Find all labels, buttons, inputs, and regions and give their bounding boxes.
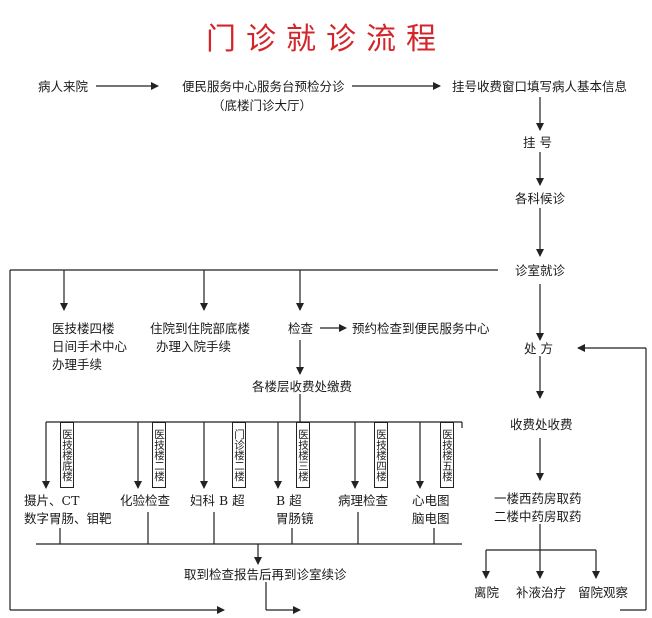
node-register: 挂 号 xyxy=(523,135,552,150)
page-title: 门诊就诊流程 xyxy=(206,22,446,57)
exam-location-6: 医技楼五楼 xyxy=(440,422,454,488)
node-exam: 检查 xyxy=(288,321,314,336)
node-arrival: 病人来院 xyxy=(38,79,89,94)
exam-item-1-line1: 摄片、CT xyxy=(24,493,80,508)
exam-location-5: 医技楼四楼 xyxy=(374,422,388,488)
exam-item-1-line2: 数字胃肠、钼靶 xyxy=(24,511,112,526)
exam-location-1: 医技楼底楼 xyxy=(60,422,74,488)
node-consult: 诊室就诊 xyxy=(515,263,566,278)
exam-location-4: 医技楼三楼 xyxy=(296,422,310,488)
node-admission-line1: 住院到住院部底楼 xyxy=(150,321,251,336)
exam-item-6-line1: 心电图 xyxy=(412,493,450,508)
node-day-surgery-line3: 办理手续 xyxy=(52,357,103,372)
exam-location-3: 门诊楼二楼 xyxy=(232,422,246,488)
node-observation: 留院观察 xyxy=(578,585,629,600)
node-leave: 离院 xyxy=(474,585,500,600)
node-infusion: 补液治疗 xyxy=(516,585,567,600)
node-report-return: 取到检查报告后再到诊室续诊 xyxy=(184,567,347,582)
node-pharmacy-west: 一楼西药房取药 xyxy=(494,491,582,506)
node-wait: 各科候诊 xyxy=(515,191,566,206)
node-exam-booking: 预约检查到便民服务中心 xyxy=(352,321,490,336)
exam-item-4-line2: 胃肠镜 xyxy=(276,511,314,526)
node-day-surgery-line2: 日间手术中心 xyxy=(52,339,128,354)
node-payment: 收费处收费 xyxy=(510,417,573,432)
node-service-desk-location: （底楼门诊大厅） xyxy=(212,98,313,113)
exam-item-6-line2: 脑电图 xyxy=(412,511,450,526)
exam-item-5-line1: 病理检查 xyxy=(338,493,389,508)
exam-item-2-line1: 化验检查 xyxy=(120,493,171,508)
exam-location-2: 医技楼二楼 xyxy=(152,422,166,488)
node-floor-payment: 各楼层收费处缴费 xyxy=(252,379,353,394)
node-register-window: 挂号收费窗口填写病人基本信息 xyxy=(452,79,628,94)
exam-item-3-line1: 妇科 B 超 xyxy=(190,493,245,508)
node-prescription: 处 方 xyxy=(524,341,553,356)
node-service-desk: 便民服务中心服务台预检分诊 xyxy=(182,79,345,94)
node-admission-line2: 办理入院手续 xyxy=(156,339,232,354)
exam-item-4-line1: B 超 xyxy=(276,493,302,508)
node-day-surgery-line1: 医技楼四楼 xyxy=(52,321,115,336)
node-pharmacy-chinese: 二楼中药房取药 xyxy=(494,509,582,524)
